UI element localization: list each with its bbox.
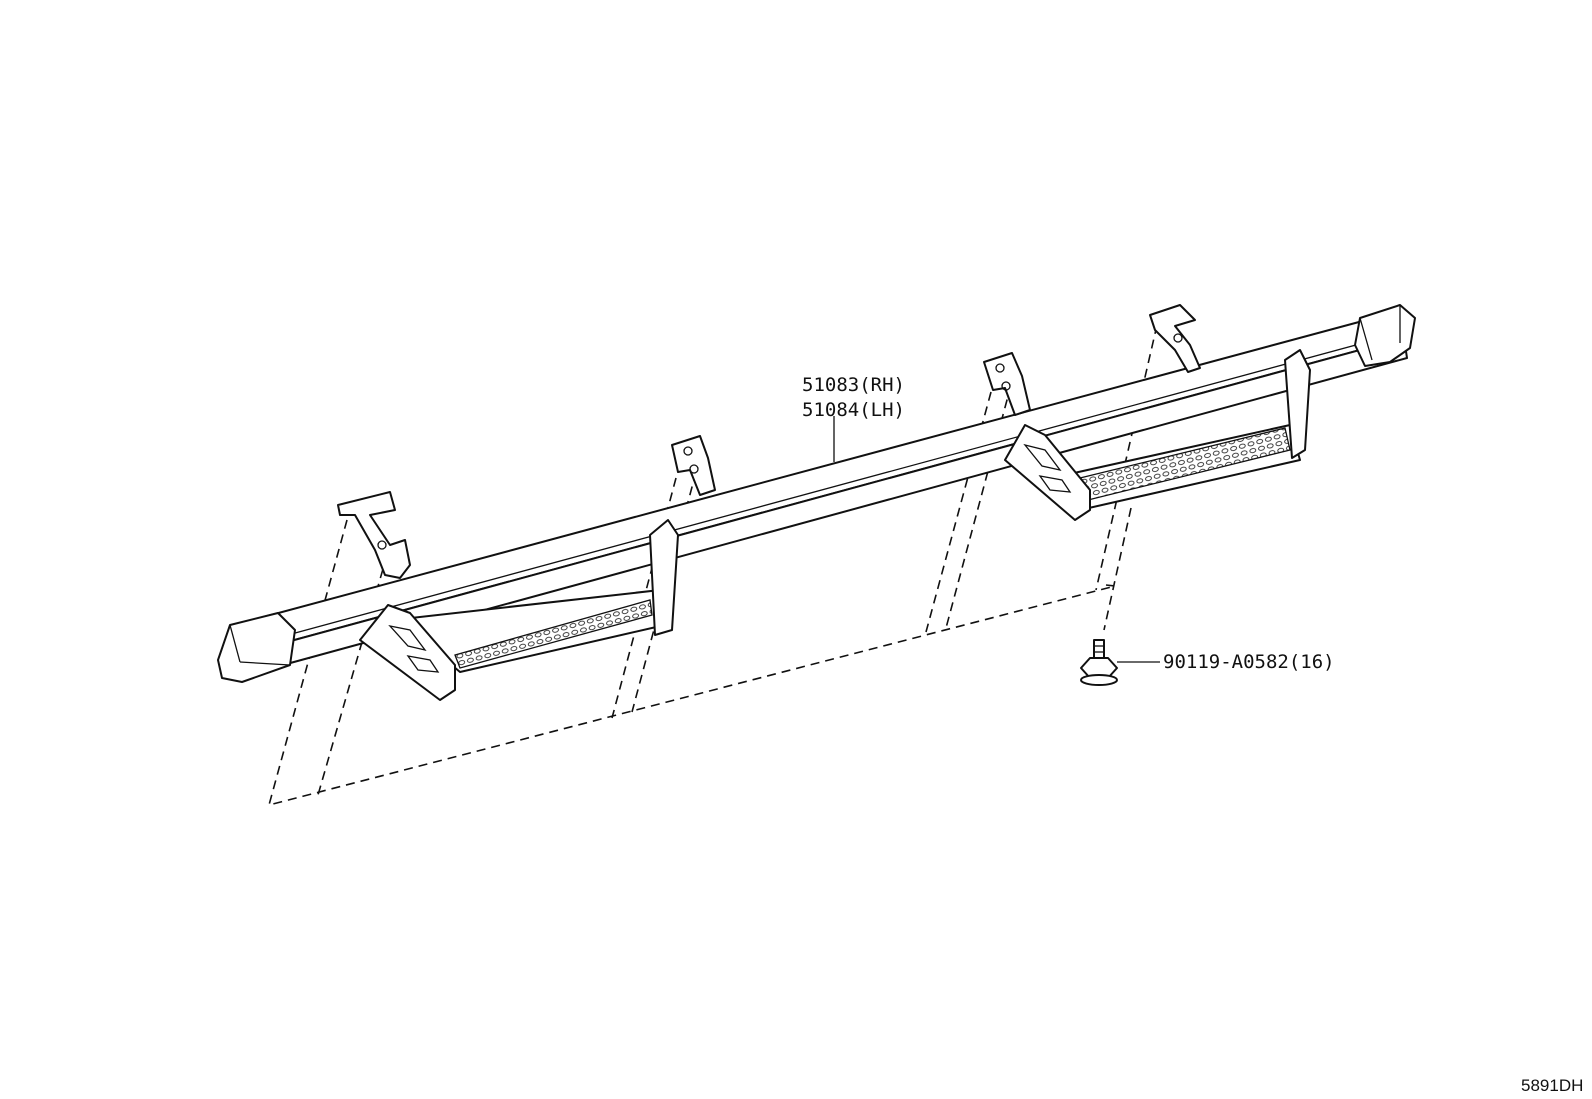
mounting-bracket-2 — [671, 435, 716, 496]
side-step-rail — [217, 304, 1416, 683]
mounting-bracket-3 — [983, 352, 1031, 416]
figure-code: 5891DH — [1521, 1076, 1583, 1095]
mounting-bracket-1 — [337, 491, 411, 579]
callout-bolt: 90119-A0582(16) — [1163, 651, 1335, 673]
mounting-bracket-4 — [1149, 304, 1201, 373]
flange-bolt — [1080, 639, 1118, 686]
front-step-plate — [359, 519, 679, 701]
rear-step-plate — [1004, 349, 1311, 521]
callout-51083-rh: 51083(RH) — [802, 374, 905, 396]
callout-51084-lh: 51084(LH) — [802, 399, 905, 421]
